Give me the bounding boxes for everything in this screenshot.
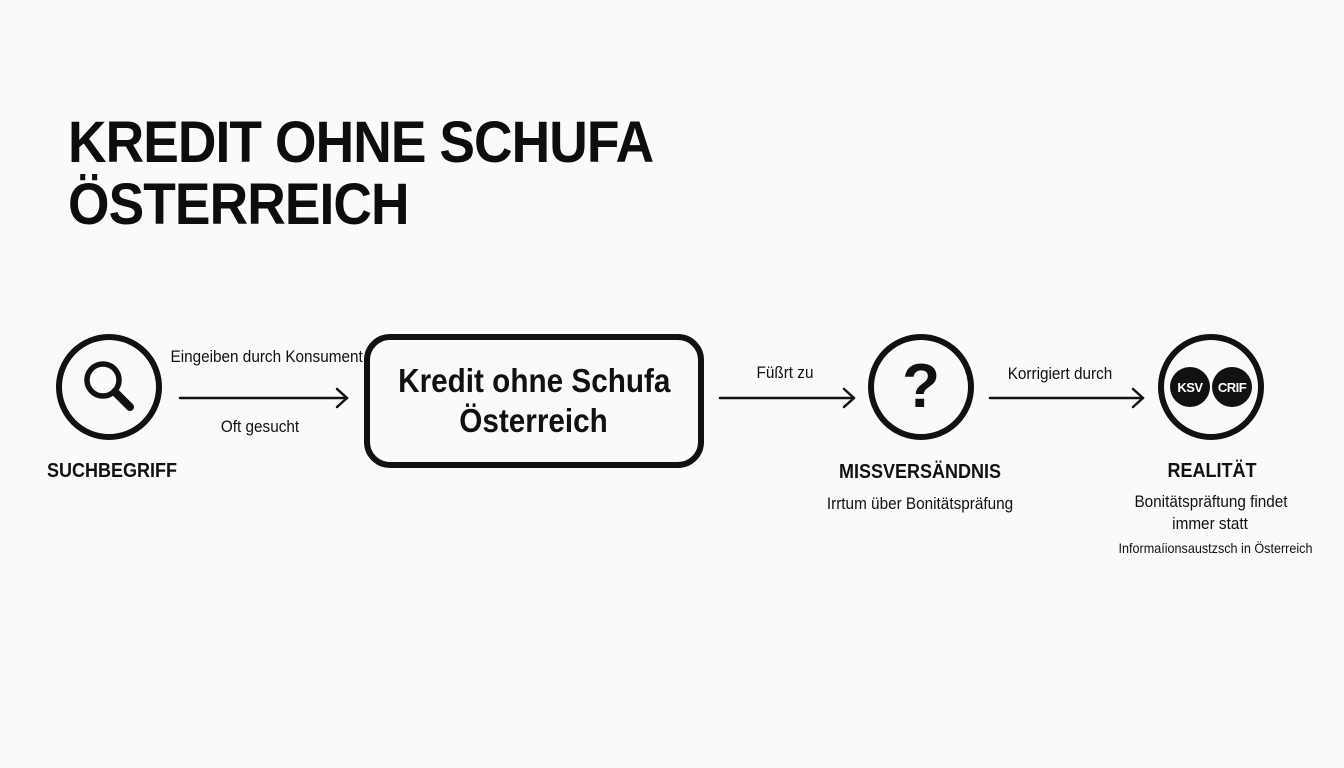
- misunderstanding-sublabel: Irrtum über Bonitätspräfung: [826, 494, 1014, 513]
- central-box-line-2: Österreich: [459, 402, 609, 439]
- crif-badge: CRIF: [1212, 367, 1252, 407]
- arrowhead-question-to-reality: [1131, 387, 1145, 409]
- reality-note: Informaíionsaustzsch in Österreich: [1118, 540, 1313, 556]
- central-search-term-box: Kredit ohne Schufa Österreich: [364, 334, 704, 468]
- reality-label: REALITÄT: [1167, 460, 1257, 482]
- misunderstanding-label: MISSVERSÄNDNIS: [838, 461, 1002, 483]
- ksv-badge: KSV: [1170, 367, 1210, 407]
- misunderstanding-node: [868, 334, 974, 440]
- search-node-label: SUCHBEGRIFF: [47, 460, 178, 482]
- title-line-1: KREDIT OHNE SCHUFA: [68, 110, 654, 175]
- arrowhead-search-to-center: [335, 387, 349, 409]
- edge-label-question-reality: Korrigiert durch: [1007, 364, 1113, 383]
- search-node: [56, 334, 162, 440]
- reality-sublabel-line-2: immer statt: [1172, 514, 1248, 533]
- central-box-line-1: Kredit ohne Schufa: [397, 362, 671, 399]
- reality-sublabel-line-1: Bonitätspräftung findet: [1134, 492, 1288, 511]
- diagram-title: KREDIT OHNE SCHUFA ÖSTERREICH: [68, 110, 654, 237]
- edge-label-center-question: Füßrt zu: [756, 363, 814, 382]
- search-icon: [84, 361, 134, 411]
- question-mark-icon: ?: [902, 352, 940, 421]
- edge-label-bottom-search-center: Oft gesucht: [220, 417, 300, 436]
- edge-label-top-search-center: Eingeiben durch Konsument: [170, 347, 363, 366]
- title-line-2: ÖSTERREICH: [68, 172, 410, 237]
- arrowhead-center-to-question: [842, 387, 856, 409]
